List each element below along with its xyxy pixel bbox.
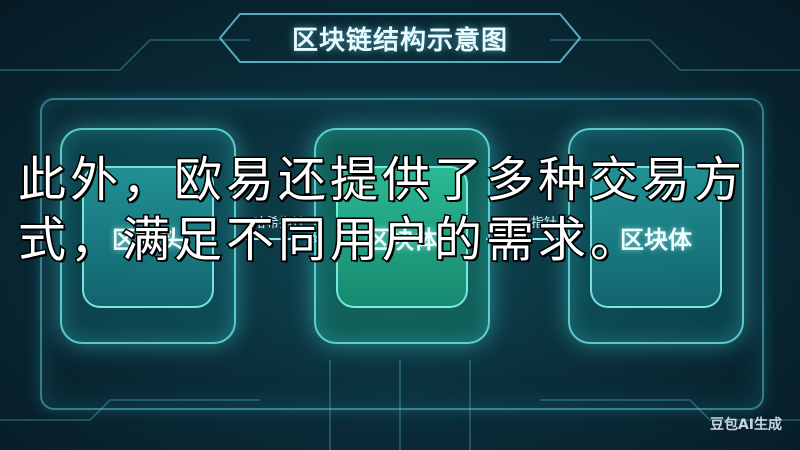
block-body-node-1: 区块体 [314,128,490,344]
block-body-node-2: 区块体 [568,128,744,344]
block-header-label: 区块头 [112,225,184,254]
hash-pointer-arrow-1 [234,233,323,245]
caption-overlay: 此外，欧易还提供了多种交易方式，满足不同用户的需求。 [17,151,747,270]
ai-watermark: 豆包AI生成 [709,417,782,433]
hash-pointer-label-1: 哈希指针 [252,216,305,231]
diagram-frame [40,98,764,410]
block-body-inner-1: 区块体 [336,166,468,308]
hash-pointer-arrow-2 [486,233,575,245]
block-body-inner-2: 区块体 [590,166,722,308]
block-body-label-1: 区块体 [366,225,438,254]
diagram-title: 区块链结构示意图 [291,25,508,56]
block-body-label-2: 区块体 [620,225,692,254]
block-header-node: 区块头 [60,128,236,344]
block-header-inner: 区块头 [82,166,214,308]
hash-pointer-label-2: 哈希指针 [504,216,557,231]
